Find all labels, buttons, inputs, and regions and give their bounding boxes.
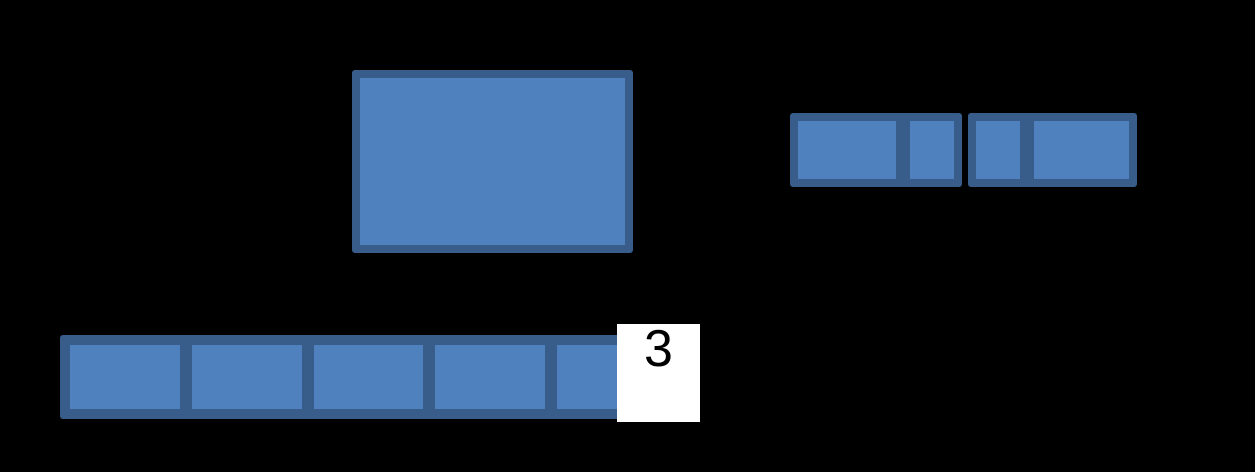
strip-cell — [798, 121, 896, 179]
strip-cell — [435, 345, 546, 409]
strip-cell — [70, 345, 180, 409]
bottom-strip — [60, 335, 677, 419]
label-value: 3 — [644, 320, 673, 378]
top-strip-right-pair — [968, 113, 1137, 187]
strip-cell — [313, 345, 424, 409]
large-rectangle — [352, 70, 633, 253]
top-strip-left-pair — [790, 113, 962, 187]
strip-cell — [191, 345, 302, 409]
strip-cell — [1034, 121, 1129, 179]
strip-cell — [976, 121, 1020, 179]
strip-cell — [910, 121, 954, 179]
label-box: 3 — [617, 320, 700, 422]
